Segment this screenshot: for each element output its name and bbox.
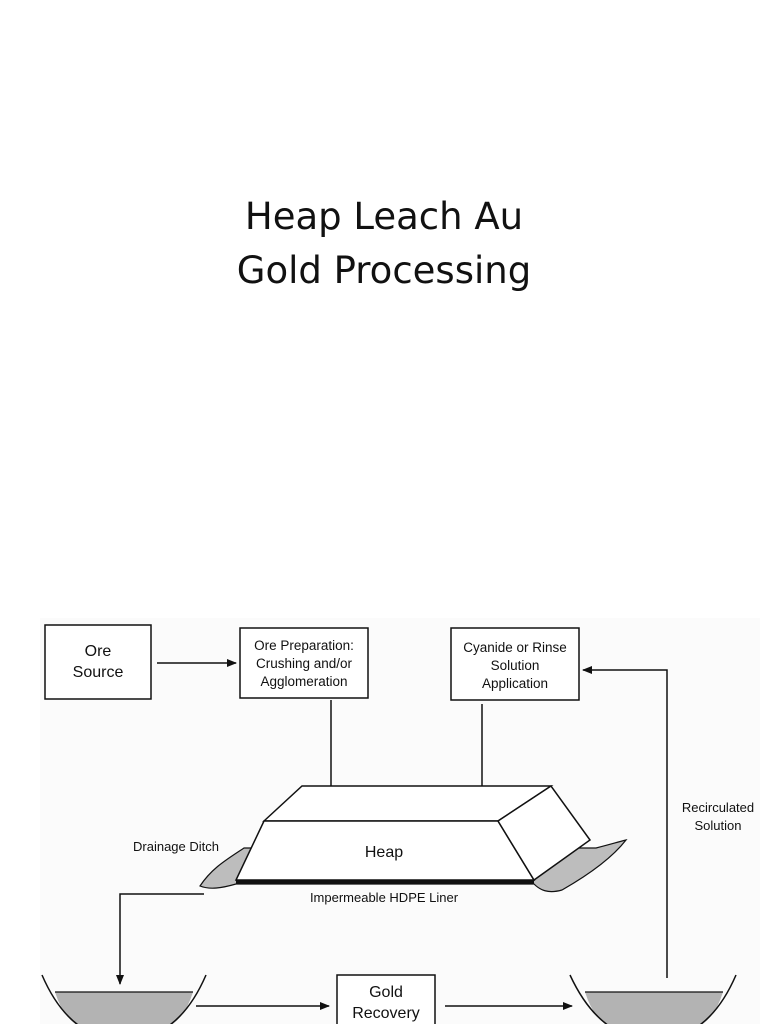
ore-preparation-label-1: Ore Preparation: — [254, 638, 354, 653]
ore-preparation-label-3: Agglomeration — [260, 674, 347, 689]
arrow-drain-to-pond — [116, 893, 204, 985]
ore-source-label-1: Ore — [85, 643, 112, 660]
heap-label: Heap — [365, 844, 403, 861]
liner-label: Impermeable HDPE Liner — [310, 890, 459, 905]
ore-source-box: Ore Source — [44, 624, 152, 700]
slide-title: Heap Leach Au Gold Processing — [0, 190, 768, 298]
arrow-recirculated-solution — [582, 666, 668, 978]
title-line-1: Heap Leach Au — [244, 195, 524, 238]
heap-leach-diagram: Ore Source Ore Preparation: Crushing and… — [40, 618, 760, 1024]
cyanide-label-1: Cyanide or Rinse — [463, 640, 567, 655]
pregnant-solution-pond — [41, 974, 207, 1024]
gold-recovery-box: Gold Recovery — [336, 974, 436, 1024]
gold-recovery-label-1: Gold — [369, 984, 403, 1001]
recirculated-label-1: Recirculated — [682, 800, 754, 815]
gold-recovery-label-2: Recovery — [352, 1005, 420, 1022]
recirculated-label-2: Solution — [695, 818, 742, 833]
heap-shape — [234, 784, 592, 882]
ore-preparation-box: Ore Preparation: Crushing and/or Agglome… — [239, 627, 369, 699]
cyanide-label-2: Solution — [491, 658, 540, 673]
cyanide-label-3: Application — [482, 676, 548, 691]
drainage-ditch-label: Drainage Ditch — [133, 839, 219, 854]
cyanide-application-box: Cyanide or Rinse Solution Application — [450, 627, 580, 701]
ore-preparation-label-2: Crushing and/or — [256, 656, 353, 671]
ore-source-label-2: Source — [73, 664, 124, 681]
title-line-2: Gold Processing — [236, 249, 532, 292]
barren-solution-pond — [569, 974, 737, 1024]
